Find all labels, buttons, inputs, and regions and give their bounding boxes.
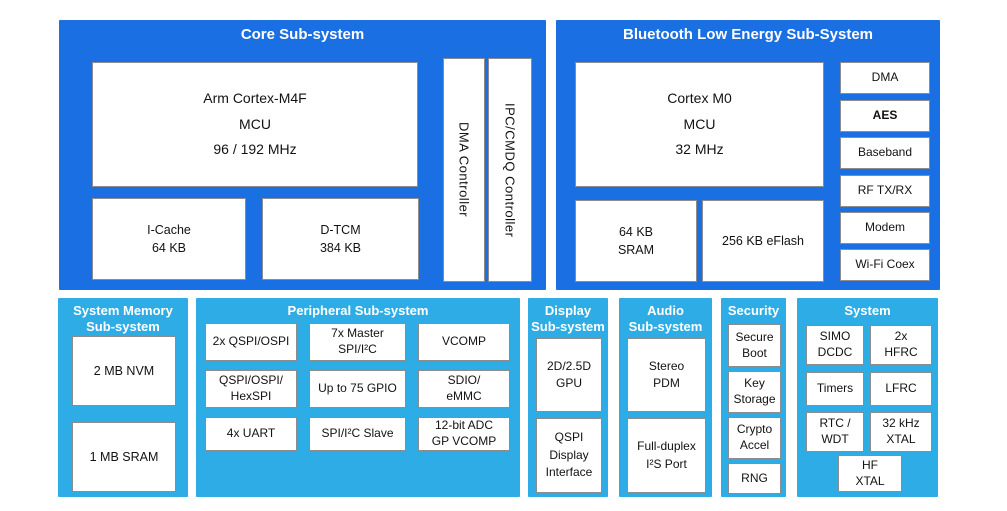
block-crypto-accel: Crypto Accel bbox=[728, 417, 781, 459]
block-vcomp: VCOMP bbox=[418, 323, 510, 361]
block-32khz-xtal: 32 kHz XTAL bbox=[870, 412, 932, 452]
block-qspi-display-interface: QSPI Display Interface bbox=[536, 418, 602, 493]
block-eflash: 256 KB eFlash bbox=[702, 200, 824, 282]
block-stereo-pdm: Stereo PDM bbox=[627, 338, 706, 412]
block-nvm: 2 MB NVM bbox=[72, 336, 176, 406]
block-simo-dcdc: SIMO DCDC bbox=[806, 325, 864, 365]
block-timers: Timers bbox=[806, 372, 864, 406]
block-ble-sram: 64 KB SRAM bbox=[575, 200, 697, 282]
ble-subsystem-title: Bluetooth Low Energy Sub-System bbox=[622, 26, 874, 43]
block-mem-sram: 1 MB SRAM bbox=[72, 422, 176, 492]
block-secure-boot: Secure Boot bbox=[728, 324, 781, 367]
block-rf-txrx: RF TX/RX bbox=[840, 175, 930, 207]
block-sdio-emmc: SDIO/ eMMC bbox=[418, 370, 510, 408]
block-gpio: Up to 75 GPIO bbox=[309, 370, 406, 408]
block-ble-dma: DMA bbox=[840, 62, 930, 94]
ble-subsystem-section: Bluetooth Low Energy Sub-System Cortex M… bbox=[556, 20, 940, 290]
security-section: Security Secure Boot Key Storage Crypto … bbox=[721, 298, 786, 497]
core-subsystem-section: Core Sub-system Arm Cortex-M4F MCU 96 / … bbox=[59, 20, 546, 290]
block-qspi-ospi: 2x QSPI/OSPI bbox=[205, 323, 297, 361]
system-memory-title: System Memory Sub-system bbox=[73, 303, 173, 335]
block-aes: AES bbox=[840, 100, 930, 132]
system-title: System bbox=[844, 303, 891, 318]
block-uart: 4x UART bbox=[205, 417, 297, 451]
block-wifi-coex: Wi-Fi Coex bbox=[840, 249, 930, 281]
display-subsystem-title: Display Sub-system bbox=[531, 303, 605, 335]
core-subsystem-title: Core Sub-system bbox=[240, 26, 365, 43]
audio-subsystem-title: Audio Sub-system bbox=[628, 303, 703, 335]
peripheral-subsystem-title: Peripheral Sub-system bbox=[287, 303, 429, 318]
block-hexspi: QSPI/OSPI/ HexSPI bbox=[205, 370, 297, 408]
block-arm-cortex-m4f: Arm Cortex-M4F MCU 96 / 192 MHz bbox=[92, 62, 418, 187]
block-i2s-port: Full-duplex I²S Port bbox=[627, 418, 706, 493]
block-dma-controller: DMA Controller bbox=[443, 58, 485, 282]
peripheral-subsystem-section: Peripheral Sub-system 2x QSPI/OSPI 7x Ma… bbox=[196, 298, 520, 497]
block-ipc-cmdq-controller: IPC/CMDQ Controller bbox=[488, 58, 532, 282]
block-rtc-wdt: RTC / WDT bbox=[806, 412, 864, 452]
block-baseband: Baseband bbox=[840, 137, 930, 169]
block-lfrc: LFRC bbox=[870, 372, 932, 406]
block-cortex-m0: Cortex M0 MCU 32 MHz bbox=[575, 62, 824, 187]
block-icache: I-Cache 64 KB bbox=[92, 198, 246, 280]
system-memory-section: System Memory Sub-system 2 MB NVM 1 MB S… bbox=[58, 298, 188, 497]
block-spi-i2c-slave: SPI/I²C Slave bbox=[309, 417, 406, 451]
audio-subsystem-section: Audio Sub-system Stereo PDM Full-duplex … bbox=[619, 298, 712, 497]
block-rng: RNG bbox=[728, 463, 781, 494]
display-subsystem-section: Display Sub-system 2D/2.5D GPU QSPI Disp… bbox=[528, 298, 608, 497]
peripheral-grid: 2x QSPI/OSPI 7x Master SPI/I²C VCOMP QSP… bbox=[205, 323, 510, 451]
system-section: System SIMO DCDC 2x HFRC Timers LFRC RTC… bbox=[797, 298, 938, 497]
block-modem: Modem bbox=[840, 212, 930, 244]
security-title: Security bbox=[727, 303, 780, 318]
block-master-spi-i2c: 7x Master SPI/I²C bbox=[309, 323, 406, 361]
block-key-storage: Key Storage bbox=[728, 371, 781, 413]
block-hf-xtal: HF XTAL bbox=[838, 455, 902, 492]
block-hfrc: 2x HFRC bbox=[870, 325, 932, 365]
block-gpu: 2D/2.5D GPU bbox=[536, 338, 602, 412]
block-adc-gp-vcomp: 12-bit ADC GP VCOMP bbox=[418, 417, 510, 451]
block-dtcm: D-TCM 384 KB bbox=[262, 198, 419, 280]
